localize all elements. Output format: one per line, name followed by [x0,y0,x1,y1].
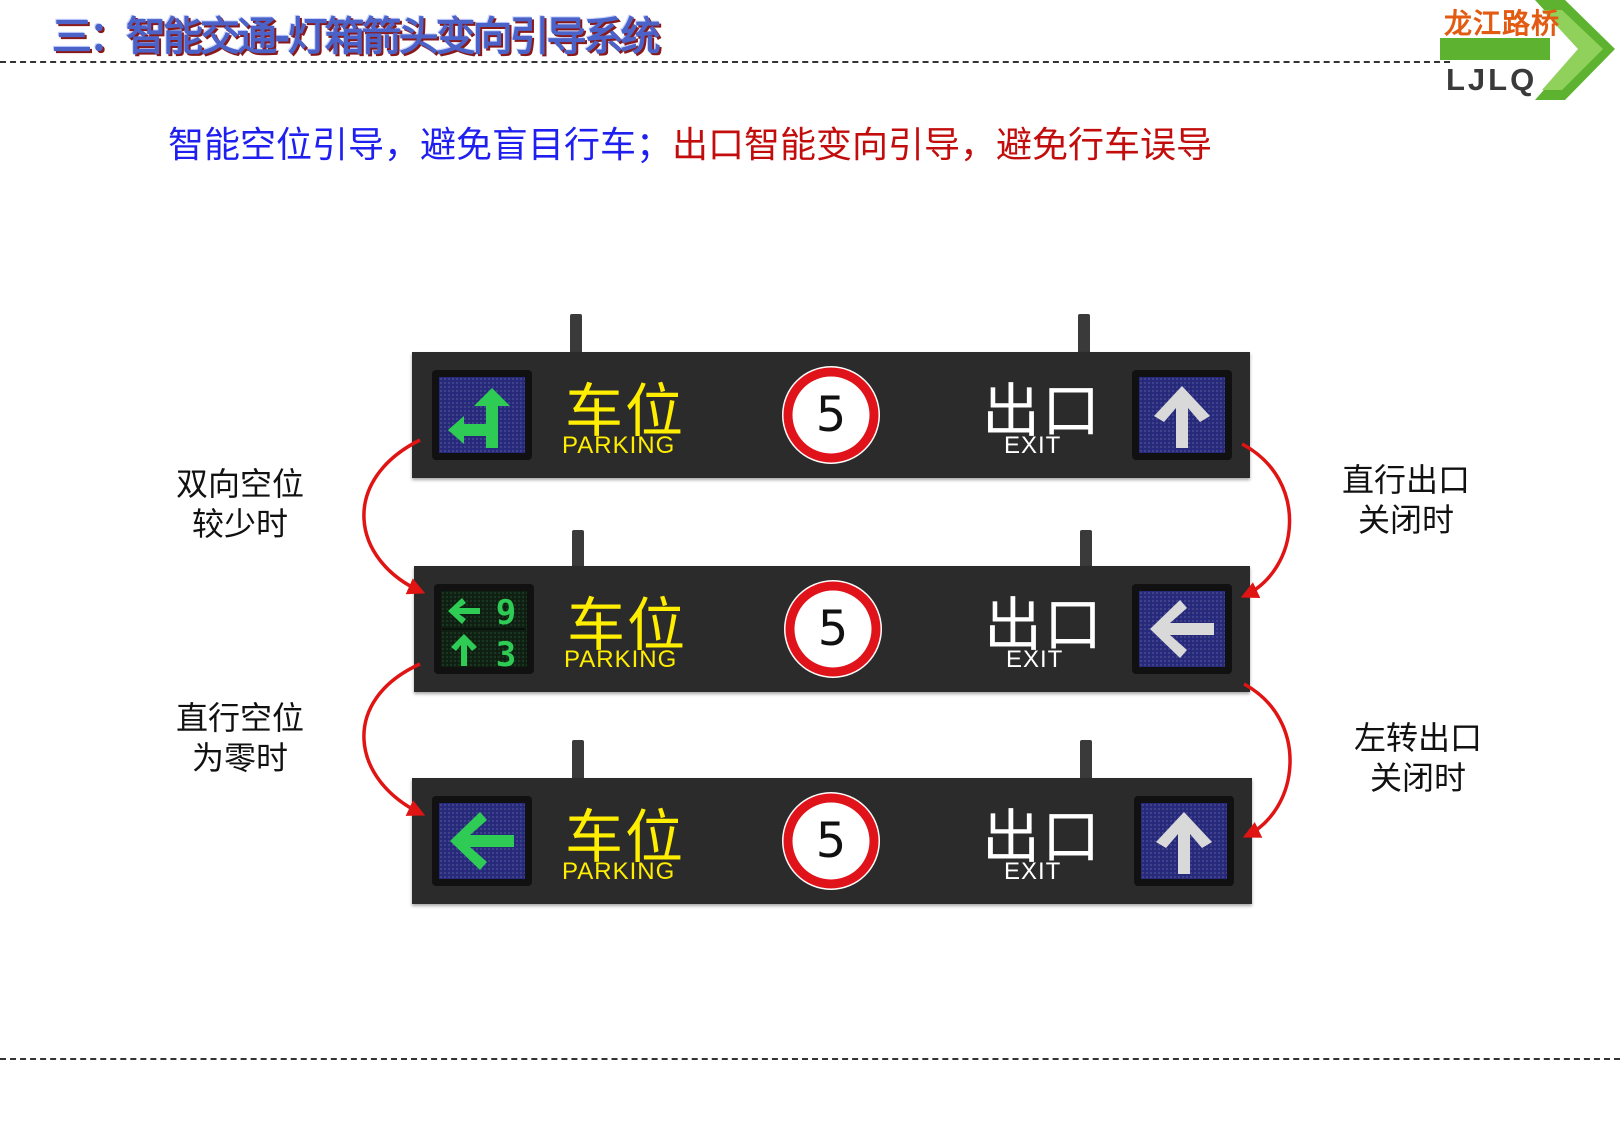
sign-3-exit-cn: 出口 [982,803,1103,871]
sign-3-parking-cn: 车位 [565,803,686,871]
right-label-1-line1: 直行出口 [1342,461,1471,499]
up-arrow-icon [1154,386,1210,448]
sign-3-parking-en: PARKING [562,858,676,885]
sign-1-exit-cn: 出口 [982,377,1103,445]
left-label-1-line1: 双向空位 [176,465,305,503]
left-label-2-line1: 直行空位 [176,699,305,737]
left-arrow-icon [450,812,514,870]
sign-2-speed-limit: 5 [782,578,884,680]
sign-3-speed-limit: 5 [780,790,882,892]
sign-2-straight-count: 3 [496,635,516,674]
sign-1-right-pole [1078,314,1090,354]
sign-2-right-pole [1080,530,1092,568]
sign-3-exit-en: EXIT [1004,858,1062,885]
guidance-sign-3: 车位 PARKING 5 出口 EXIT [412,778,1252,904]
sign-2-exit-cn: 出口 [984,591,1105,659]
sign-1-parking-en: PARKING [562,432,676,459]
sign-2-left-pole [572,530,584,568]
subtitle-part-red: 出口智能变向引导，避免行车误导 [672,125,1213,166]
sign-2-speed-value: 5 [818,601,849,657]
company-logo: 龙江路桥 LJLQ [1440,0,1618,104]
sign-2-right-led-panel [1132,584,1232,674]
logo-english-text: LJLQ [1446,62,1538,97]
sign-2-left-led-panel: 9 3 [434,584,534,674]
logo-chinese-text: 龙江路桥 [1444,7,1561,40]
sign-2-left-count: 9 [496,593,516,633]
left-arrow-icon [1150,600,1214,658]
sign-3-left-led-panel [432,796,532,886]
sign-3-right-led-panel [1134,796,1234,886]
left-label-1: 双向空位 较少时 [176,464,304,544]
sign-1-left-led-panel [432,370,532,460]
left-label-1-line2: 较少时 [192,505,289,543]
sign-1-parking-cn: 车位 [565,377,686,445]
right-label-2-line2: 关闭时 [1370,759,1467,797]
subtitle-part-blue: 智能空位引导，避免盲目行车； [168,125,673,166]
sign-3-speed-value: 5 [816,813,847,869]
sign-1-right-led-panel [1132,370,1232,460]
sign-1-exit-en: EXIT [1004,432,1062,459]
bottom-divider [0,1058,1620,1060]
top-divider [0,61,1450,63]
sign-1-speed-limit: 5 [780,364,882,466]
right-label-1: 直行出口 关闭时 [1342,460,1470,540]
sign-3-right-pole [1080,740,1092,780]
right-label-2-line1: 左转出口 [1354,719,1483,757]
sign-1-left-pole [570,314,582,354]
sign-3-left-pole [572,740,584,780]
left-label-2: 直行空位 为零时 [176,698,304,778]
right-label-1-line2: 关闭时 [1358,501,1455,539]
guidance-sign-2: 9 3 车位 PARKING 5 出口 EXIT [414,566,1250,692]
sign-2-parking-cn: 车位 [567,591,688,659]
left-and-up-arrow-count-display: 9 3 [442,593,526,674]
left-and-up-arrow-icon [448,388,510,448]
subtitle: 智能空位引导，避免盲目行车；出口智能变向引导，避免行车误导 [168,116,1212,168]
guidance-sign-1: 车位 PARKING 5 出口 EXIT [412,352,1250,478]
left-label-2-line2: 为零时 [192,739,289,777]
right-label-2: 左转出口 关闭时 [1354,718,1482,798]
logo-arrow-icon [1440,0,1615,100]
sign-2-parking-en: PARKING [564,646,678,673]
sign-2-exit-en: EXIT [1006,646,1064,673]
sign-1-speed-value: 5 [816,387,847,443]
up-arrow-icon [1156,812,1212,874]
slide-title: 三：智能交通-灯箱箭头变向引导系统 [52,14,661,60]
